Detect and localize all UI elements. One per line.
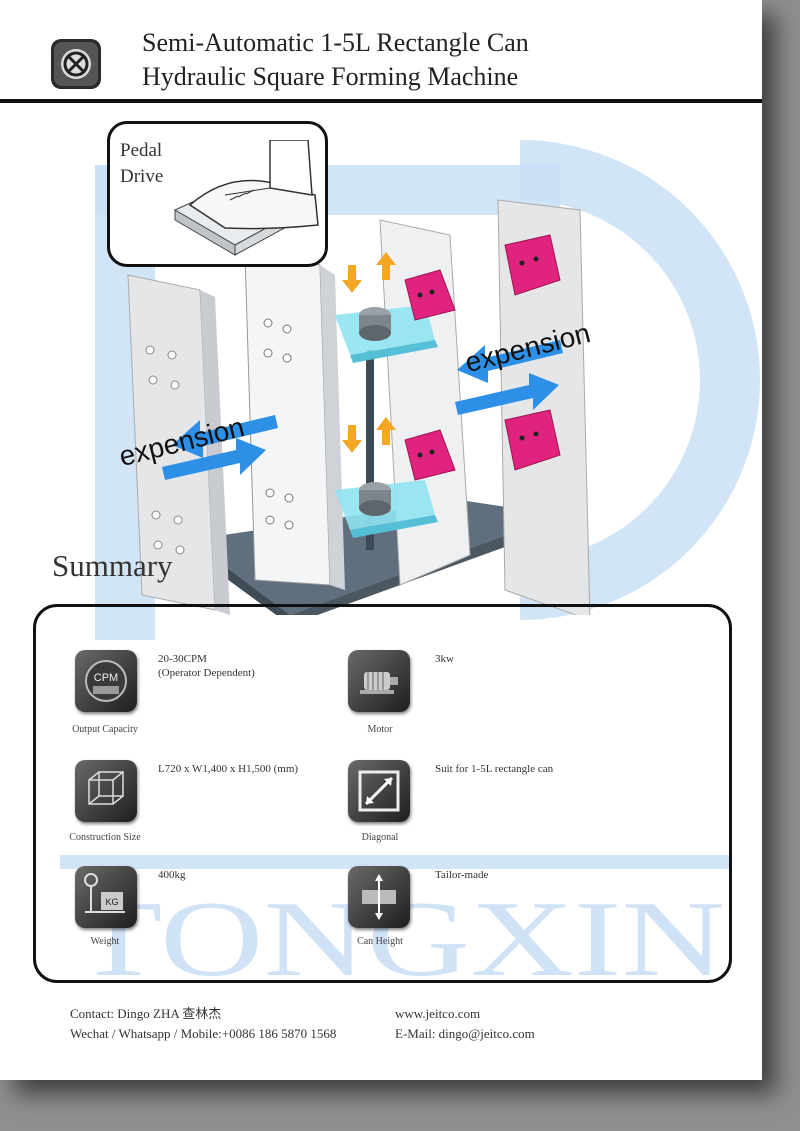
spec-value: 20-30CPM (Operator Dependent)	[158, 652, 255, 680]
can-height-icon	[348, 866, 410, 928]
pedal-drive-inset: Pedal Drive	[107, 121, 328, 267]
spec-value: Suit for 1-5L rectangle can	[435, 762, 553, 776]
pedal-label-line-2: Drive	[120, 166, 164, 187]
spec-value-line-1: 400kg	[158, 869, 186, 881]
spec-caption: Construction Size	[69, 832, 141, 843]
contact-name: Contact: Dingo ZHA 查林杰	[70, 1006, 222, 1021]
machine-illustration	[127, 199, 591, 615]
spec-value-line-2: (Operator Dependent)	[158, 667, 255, 679]
summary-panel	[33, 604, 732, 983]
pedal-label-line-1: Pedal	[120, 140, 163, 161]
cube-icon	[75, 760, 137, 822]
email-link[interactable]: E-Mail: dingo@jeitco.com	[395, 1026, 535, 1041]
pedal-drive-label: Pedal Drive	[120, 138, 163, 190]
header-divider	[0, 99, 762, 103]
spec-value-line-1: Tailor-made	[435, 869, 489, 881]
spec-caption: Can Height	[357, 936, 403, 947]
spec-caption: Diagonal	[361, 832, 399, 843]
contact-phone: Wechat / Whatsapp / Mobile:+0086 186 587…	[70, 1026, 337, 1041]
datasheet-page: TONGXIN Semi-Automatic 1-5L Rectangle Ca…	[0, 0, 762, 1080]
weight-scale-icon: KG	[75, 866, 137, 928]
motor-icon	[348, 650, 410, 712]
diagonal-icon	[348, 760, 410, 822]
spec-caption: Output Capacity	[72, 724, 138, 735]
spec-value: 3kw	[435, 652, 454, 666]
spec-caption: Motor	[367, 724, 393, 735]
spec-value: Tailor-made	[435, 868, 488, 882]
kg-icon-text: KG	[105, 897, 118, 907]
title-line-2: Hydraulic Square Forming Machine	[142, 62, 519, 91]
contact-block-right: www.jeitco.com E-Mail: dingo@jeitco.com	[395, 1004, 535, 1044]
company-logo	[50, 38, 102, 90]
cpm-icon-text: CPM	[94, 672, 118, 684]
spec-value-line-1: Suit for 1-5L rectangle can	[435, 763, 554, 775]
spec-value-line-1: 3kw	[435, 653, 454, 665]
spec-value-line-1: 20-30CPM	[158, 653, 207, 665]
summary-heading: Summary	[52, 548, 173, 583]
page-title: Semi-Automatic 1-5L Rectangle Can Hydrau…	[142, 26, 702, 94]
cpm-gauge-icon: CPM	[75, 650, 137, 712]
spec-value: L720 x W1,400 x H1,500 (mm)	[158, 762, 298, 776]
title-line-1: Semi-Automatic 1-5L Rectangle Can	[142, 28, 529, 57]
spec-caption: Weight	[90, 936, 120, 947]
foot-pedal-icon	[173, 140, 319, 256]
spec-value: 400kg	[158, 868, 186, 882]
website-link[interactable]: www.jeitco.com	[395, 1006, 481, 1021]
contact-block-left: Contact: Dingo ZHA 查林杰 Wechat / Whatsapp…	[70, 1004, 336, 1044]
spec-value-line-1: L720 x W1,400 x H1,500 (mm)	[158, 763, 299, 775]
